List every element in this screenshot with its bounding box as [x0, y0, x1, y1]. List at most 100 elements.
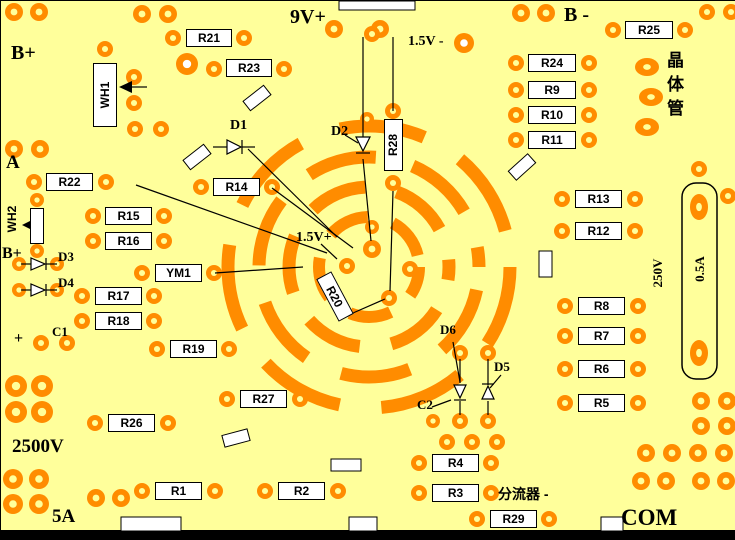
label-r5: R5	[578, 394, 625, 412]
solder-pad-hole	[487, 489, 495, 497]
wh1-pot-outline	[93, 63, 117, 127]
solder-pad-hole	[631, 227, 639, 235]
text-1-5v-minus: 1.5V -	[408, 34, 444, 49]
solder-pad-hole	[197, 183, 205, 191]
solder-pad-hole	[117, 494, 125, 502]
solder-pad-hole	[456, 417, 464, 425]
solder-pad-hole	[473, 515, 481, 523]
diode-d1-symbol	[213, 139, 255, 155]
solder-pad-hole	[210, 269, 218, 277]
solder-pad-hole	[78, 292, 86, 300]
solder-pad-hole	[101, 45, 109, 53]
text-com: COM	[621, 505, 678, 530]
solder-pad-hole	[385, 294, 393, 302]
solder-pad-hole	[609, 26, 617, 34]
solder-pad-hole	[150, 292, 158, 300]
solder-pad-hole	[63, 339, 71, 347]
solder-pad-oval-hole	[643, 64, 651, 70]
solder-pad-hole	[697, 397, 705, 405]
solder-pad-hole	[210, 65, 218, 73]
solder-pad-hole	[389, 179, 397, 187]
solder-pad-hole	[89, 237, 97, 245]
solder-pad-hole	[634, 365, 642, 373]
solder-pad-hole	[487, 459, 495, 467]
solder-pad-hole	[34, 197, 40, 203]
solder-pad-hole	[697, 422, 705, 430]
diode-d6-symbol	[453, 359, 467, 415]
label-ym1: YM1	[155, 264, 202, 282]
label-r13: R13	[575, 190, 622, 208]
solder-pad-hole	[164, 419, 172, 427]
solder-pad-hole	[138, 487, 146, 495]
solder-pads-layer	[3, 3, 735, 527]
diode-d4-symbol	[21, 283, 57, 297]
label-r12: R12	[575, 222, 622, 240]
solder-pad-hole	[545, 515, 553, 523]
solder-pad-hole	[131, 125, 139, 133]
solder-pad-hole	[30, 178, 38, 186]
solder-pad-hole	[484, 417, 492, 425]
label-r18: R18	[95, 312, 142, 330]
solder-pad-oval-hole	[643, 124, 651, 130]
solder-pad-hole	[585, 59, 593, 67]
solder-pad-hole	[169, 34, 177, 42]
label-r7: R7	[578, 327, 625, 345]
solder-pad-hole	[415, 459, 423, 467]
label-r26: R26	[108, 414, 155, 432]
solder-pad-hole	[130, 73, 138, 81]
solder-pad-hole	[703, 8, 711, 16]
solder-pad-hole	[157, 125, 165, 133]
solder-pad-hole	[35, 8, 43, 16]
label-r25: R25	[625, 21, 673, 39]
solder-pad-hole	[561, 332, 569, 340]
solder-pad-hole	[153, 345, 161, 353]
solder-pad-hole	[211, 487, 219, 495]
solder-pad-hole	[415, 489, 423, 497]
solder-pad-hole	[130, 99, 138, 107]
label-r11: R11	[528, 131, 576, 149]
r28-outline	[384, 119, 403, 171]
solder-pad-hole	[89, 212, 97, 220]
silkscreen-leader-lines	[32, 37, 502, 408]
solder-pad-hole	[517, 9, 525, 17]
label-r8: R8	[578, 297, 625, 315]
solder-pad-hole	[512, 59, 520, 67]
label-wh2: WH2	[5, 205, 19, 233]
solder-pad-hole	[585, 111, 593, 119]
solder-pad-hole	[150, 317, 158, 325]
solder-pad-oval-hole	[696, 348, 702, 358]
text-9v-plus: 9V+	[290, 6, 326, 28]
text-d6: D6	[440, 322, 456, 337]
text-250v: 250V	[650, 258, 665, 288]
label-r2: R2	[278, 482, 325, 500]
solder-pad-hole	[727, 8, 735, 16]
label-r6: R6	[578, 360, 625, 378]
solder-pad-hole	[10, 145, 18, 153]
solder-pad-hole	[722, 477, 730, 485]
solder-pad-hole	[662, 477, 670, 485]
solder-pad-hole	[182, 59, 192, 69]
wh2-wiper-arrow-icon	[22, 220, 32, 230]
solder-pad-hole	[443, 438, 451, 446]
solder-pad-hole	[37, 339, 45, 347]
text-c2: C2	[417, 397, 433, 412]
label-r29: R29	[490, 510, 537, 528]
solder-pad-hole	[164, 10, 172, 18]
solder-pad-hole	[512, 86, 520, 94]
solder-pad-hole	[11, 381, 21, 391]
solder-pad-hole	[697, 477, 705, 485]
solder-pad-hole	[456, 349, 464, 357]
label-r3: R3	[432, 484, 479, 502]
solder-pad-hole	[406, 265, 414, 273]
solder-pad-hole	[634, 332, 642, 340]
solder-pad-hole	[280, 65, 288, 73]
solder-pad-hole	[11, 407, 21, 417]
solder-pad-hole	[78, 317, 86, 325]
solder-pad-hole	[634, 302, 642, 310]
solder-pad-hole	[16, 261, 22, 267]
wh1-wiper-arrow-icon	[119, 81, 132, 93]
text-b-plus-mid: B+	[2, 245, 22, 262]
solder-pad-hole	[223, 395, 231, 403]
